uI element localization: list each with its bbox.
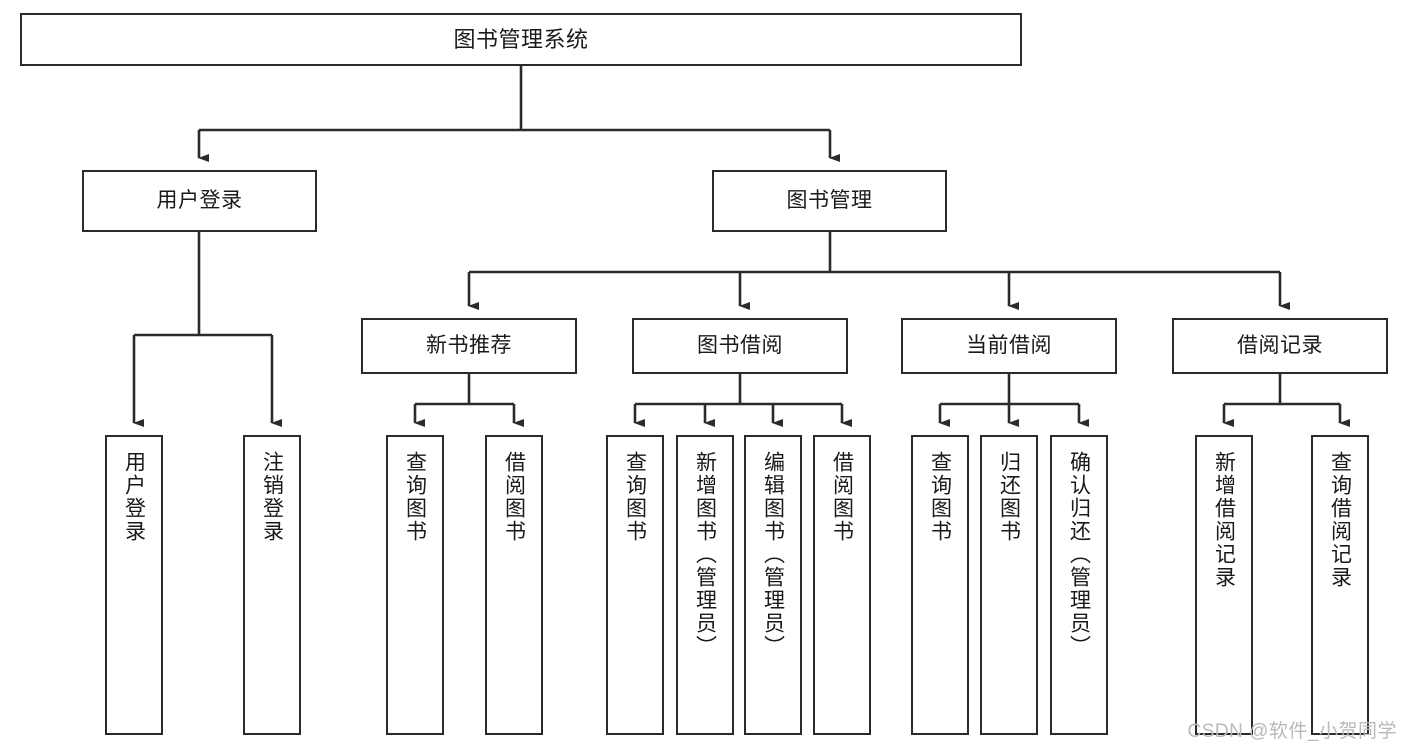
leaf-book-borrow-edit-label: 编辑图书（管理员） bbox=[761, 451, 785, 658]
leaf-book-borrow-query[interactable]: 查询图书 bbox=[606, 435, 664, 735]
node-user-login[interactable]: 用户登录 bbox=[82, 170, 317, 232]
leaf-user-login-login-label: 用户登录 bbox=[122, 451, 146, 543]
leaf-borrow-record-add[interactable]: 新增借阅记录 bbox=[1195, 435, 1253, 735]
node-current-borrow-label: 当前借阅 bbox=[966, 333, 1052, 357]
leaf-book-borrow-borrow-label: 借阅图书 bbox=[830, 451, 854, 543]
leaf-new-book-query-label: 查询图书 bbox=[403, 451, 427, 543]
node-root-system[interactable]: 图书管理系统 bbox=[20, 13, 1022, 66]
leaf-book-borrow-query-label: 查询图书 bbox=[623, 451, 647, 543]
node-root-system-label: 图书管理系统 bbox=[453, 26, 589, 52]
leaf-book-borrow-edit[interactable]: 编辑图书（管理员） bbox=[744, 435, 802, 735]
leaf-borrow-record-query-label: 查询借阅记录 bbox=[1328, 451, 1352, 589]
leaf-book-borrow-add-label: 新增图书（管理员） bbox=[693, 451, 717, 658]
leaf-user-login-login[interactable]: 用户登录 bbox=[105, 435, 163, 735]
leaf-current-borrow-query[interactable]: 查询图书 bbox=[911, 435, 969, 735]
leaf-book-borrow-borrow[interactable]: 借阅图书 bbox=[813, 435, 871, 735]
leaf-book-borrow-add[interactable]: 新增图书（管理员） bbox=[676, 435, 734, 735]
leaf-user-login-logout[interactable]: 注销登录 bbox=[243, 435, 301, 735]
node-borrow-record[interactable]: 借阅记录 bbox=[1172, 318, 1388, 374]
leaf-new-book-borrow[interactable]: 借阅图书 bbox=[485, 435, 543, 735]
node-user-login-label: 用户登录 bbox=[156, 188, 243, 212]
node-current-borrow[interactable]: 当前借阅 bbox=[901, 318, 1117, 374]
node-new-book-recommend[interactable]: 新书推荐 bbox=[361, 318, 577, 374]
leaf-user-login-logout-label: 注销登录 bbox=[260, 451, 284, 543]
leaf-new-book-query[interactable]: 查询图书 bbox=[386, 435, 444, 735]
node-borrow-record-label: 借阅记录 bbox=[1237, 333, 1323, 357]
leaf-current-borrow-return-label: 归还图书 bbox=[997, 451, 1021, 543]
node-new-book-recommend-label: 新书推荐 bbox=[426, 333, 512, 357]
leaf-new-book-borrow-label: 借阅图书 bbox=[502, 451, 526, 543]
leaf-current-borrow-query-label: 查询图书 bbox=[928, 451, 952, 543]
leaf-borrow-record-query[interactable]: 查询借阅记录 bbox=[1311, 435, 1369, 735]
node-book-manage-label: 图书管理 bbox=[786, 188, 873, 212]
node-book-borrow[interactable]: 图书借阅 bbox=[632, 318, 848, 374]
node-book-borrow-label: 图书借阅 bbox=[697, 333, 783, 357]
node-book-manage[interactable]: 图书管理 bbox=[712, 170, 947, 232]
leaf-current-borrow-return[interactable]: 归还图书 bbox=[980, 435, 1038, 735]
leaf-current-borrow-confirm[interactable]: 确认归还（管理员） bbox=[1050, 435, 1108, 735]
leaf-borrow-record-add-label: 新增借阅记录 bbox=[1212, 451, 1236, 589]
csdn-watermark: CSDN @软件_小贺同学 bbox=[1187, 721, 1397, 742]
leaf-current-borrow-confirm-label: 确认归还（管理员） bbox=[1067, 451, 1091, 658]
